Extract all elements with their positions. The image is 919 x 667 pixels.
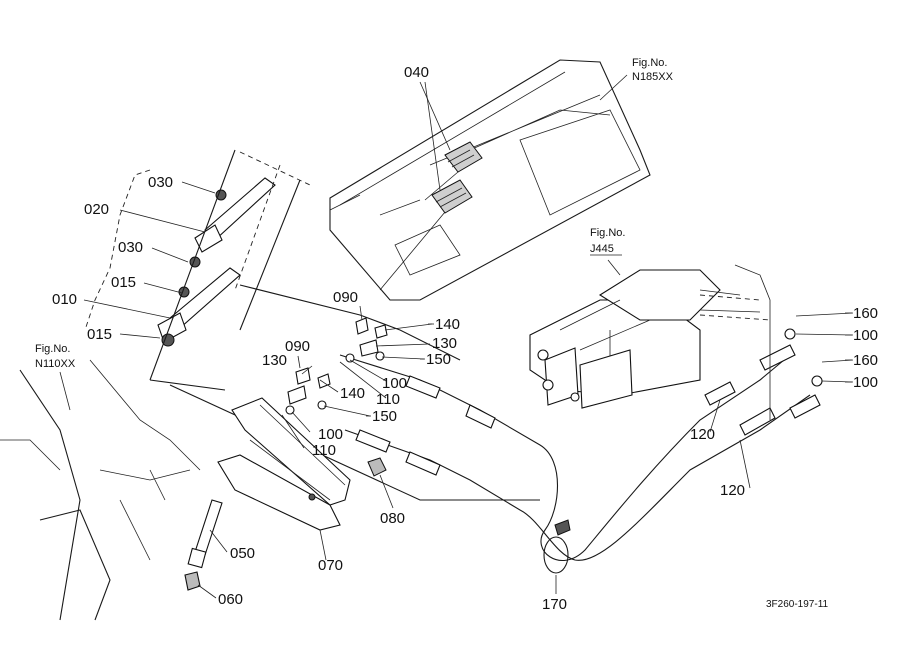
leader-lines — [59, 74, 854, 599]
label-010: 010 — [52, 291, 77, 308]
label-070: 070 — [318, 557, 343, 574]
svg-text:J445: J445 — [590, 243, 614, 255]
label-090-a: 090 — [333, 289, 358, 306]
label-160-a: 160 — [853, 305, 878, 322]
label-120-b: 120 — [720, 482, 745, 499]
label-090-b: 090 — [285, 338, 310, 355]
label-030-a: 030 — [148, 174, 173, 191]
label-040: 040 — [404, 64, 429, 81]
label-020: 020 — [84, 201, 109, 218]
svg-text:Fig.No.: Fig.No. — [632, 57, 667, 69]
svg-text:N110XX: N110XX — [35, 358, 76, 370]
cable-end-hardware — [285, 317, 388, 415]
valve-block — [529, 264, 771, 420]
label-015-b: 015 — [87, 326, 112, 343]
label-160-b: 160 — [853, 352, 878, 369]
label-015-a: 015 — [111, 274, 136, 291]
bracket-070 — [217, 397, 351, 531]
fig-ref-n185xx: Fig.No. N185XX — [632, 57, 674, 83]
label-150-b: 150 — [372, 408, 397, 425]
pedal-arm-upper — [189, 177, 276, 268]
fig-ref-n110xx: Fig.No. N110XX — [35, 343, 76, 370]
label-100-a: 100 — [382, 375, 407, 392]
label-030-b: 030 — [118, 239, 143, 256]
label-110-b: 110 — [312, 442, 336, 459]
label-150-a: 150 — [426, 351, 451, 368]
figure-code: 3F260-197-11 — [766, 599, 829, 610]
rod-050 — [184, 499, 223, 591]
nut-080 — [367, 457, 387, 477]
svg-text:Fig.No.: Fig.No. — [35, 343, 70, 355]
label-dashes — [366, 312, 852, 417]
label-100-d: 100 — [853, 374, 878, 391]
label-110-a: 110 — [376, 391, 400, 408]
label-130-b: 130 — [262, 352, 287, 369]
label-050: 050 — [230, 545, 255, 562]
clamp-170 — [543, 519, 571, 574]
label-140-b: 140 — [340, 385, 365, 402]
label-120-a: 120 — [690, 426, 715, 443]
left-frame — [0, 369, 191, 621]
label-170: 170 — [542, 596, 567, 613]
svg-text:N185XX: N185XX — [632, 71, 674, 83]
label-130-a: 130 — [432, 335, 457, 352]
pedal-pads — [379, 141, 483, 291]
pedal-arm-lower — [157, 267, 241, 347]
label-140-a: 140 — [435, 316, 460, 333]
label-100-b: 100 — [318, 426, 343, 443]
fig-ref-j445: Fig.No. J445 — [590, 227, 625, 256]
label-100-c: 100 — [853, 327, 878, 344]
part-labels: 030 020 030 015 010 015 040 050 060 070 … — [52, 64, 878, 613]
label-060: 060 — [218, 591, 243, 608]
svg-text:Fig.No.: Fig.No. — [590, 227, 625, 239]
fender-panel — [329, 59, 651, 301]
label-080: 080 — [380, 510, 405, 527]
cables — [339, 344, 821, 562]
